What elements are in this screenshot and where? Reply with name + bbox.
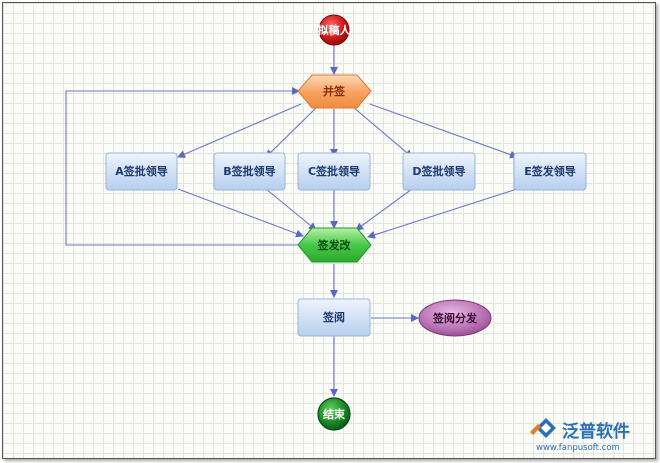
node-leader-b-label: B签批领导 [223,164,275,178]
node-leader-b[interactable]: B签批领导 [213,152,286,191]
edge-cosign-e [369,103,518,159]
edge-d-revise [355,188,413,231]
node-end[interactable]: 结束 [317,397,351,431]
edge-cosign-d [352,106,413,158]
node-distribute-label: 签阅分发 [432,311,478,325]
node-leader-a[interactable]: A签批领导 [105,152,178,191]
node-end-label: 结束 [322,407,346,421]
brand-url: www.fanpusoft.com [536,443,620,453]
brand-name: 泛普软件 [562,421,630,442]
edges [65,45,518,397]
node-review[interactable]: 签阅 [297,298,371,337]
edge-b-revise [265,188,317,231]
node-cosign[interactable]: 并签 [297,74,372,109]
node-leader-c-label: C签批领导 [308,164,360,178]
node-review-label: 签阅 [322,310,345,324]
node-revise-label: 签发改 [317,238,352,252]
node-start-label: 拟稿人 [318,23,352,37]
edge-cosign-a [177,103,302,158]
edge-a-revise [177,188,304,238]
node-leader-d[interactable]: D签批领导 [402,152,476,191]
node-leader-e-label: E签发领导 [524,164,576,178]
brand-logo-icon [530,418,556,438]
edge-e-revise [367,188,518,239]
node-start[interactable]: 拟稿人 [318,14,352,46]
node-leader-e[interactable]: E签发领导 [513,152,587,191]
edge-cosign-b [265,106,318,158]
node-leader-a-label: A签批领导 [115,164,168,178]
node-distribute[interactable]: 签阅分发 [418,299,492,337]
edge-revise-loop-cosign [65,87,301,246]
brand-watermark: 泛普软件 www.fanpusoft.com [530,418,630,453]
node-revise[interactable]: 签发改 [297,227,372,263]
node-leader-c[interactable]: C签批领导 [297,152,371,191]
node-cosign-label: 并签 [323,84,346,98]
node-leader-d-label: D签批领导 [412,164,465,178]
